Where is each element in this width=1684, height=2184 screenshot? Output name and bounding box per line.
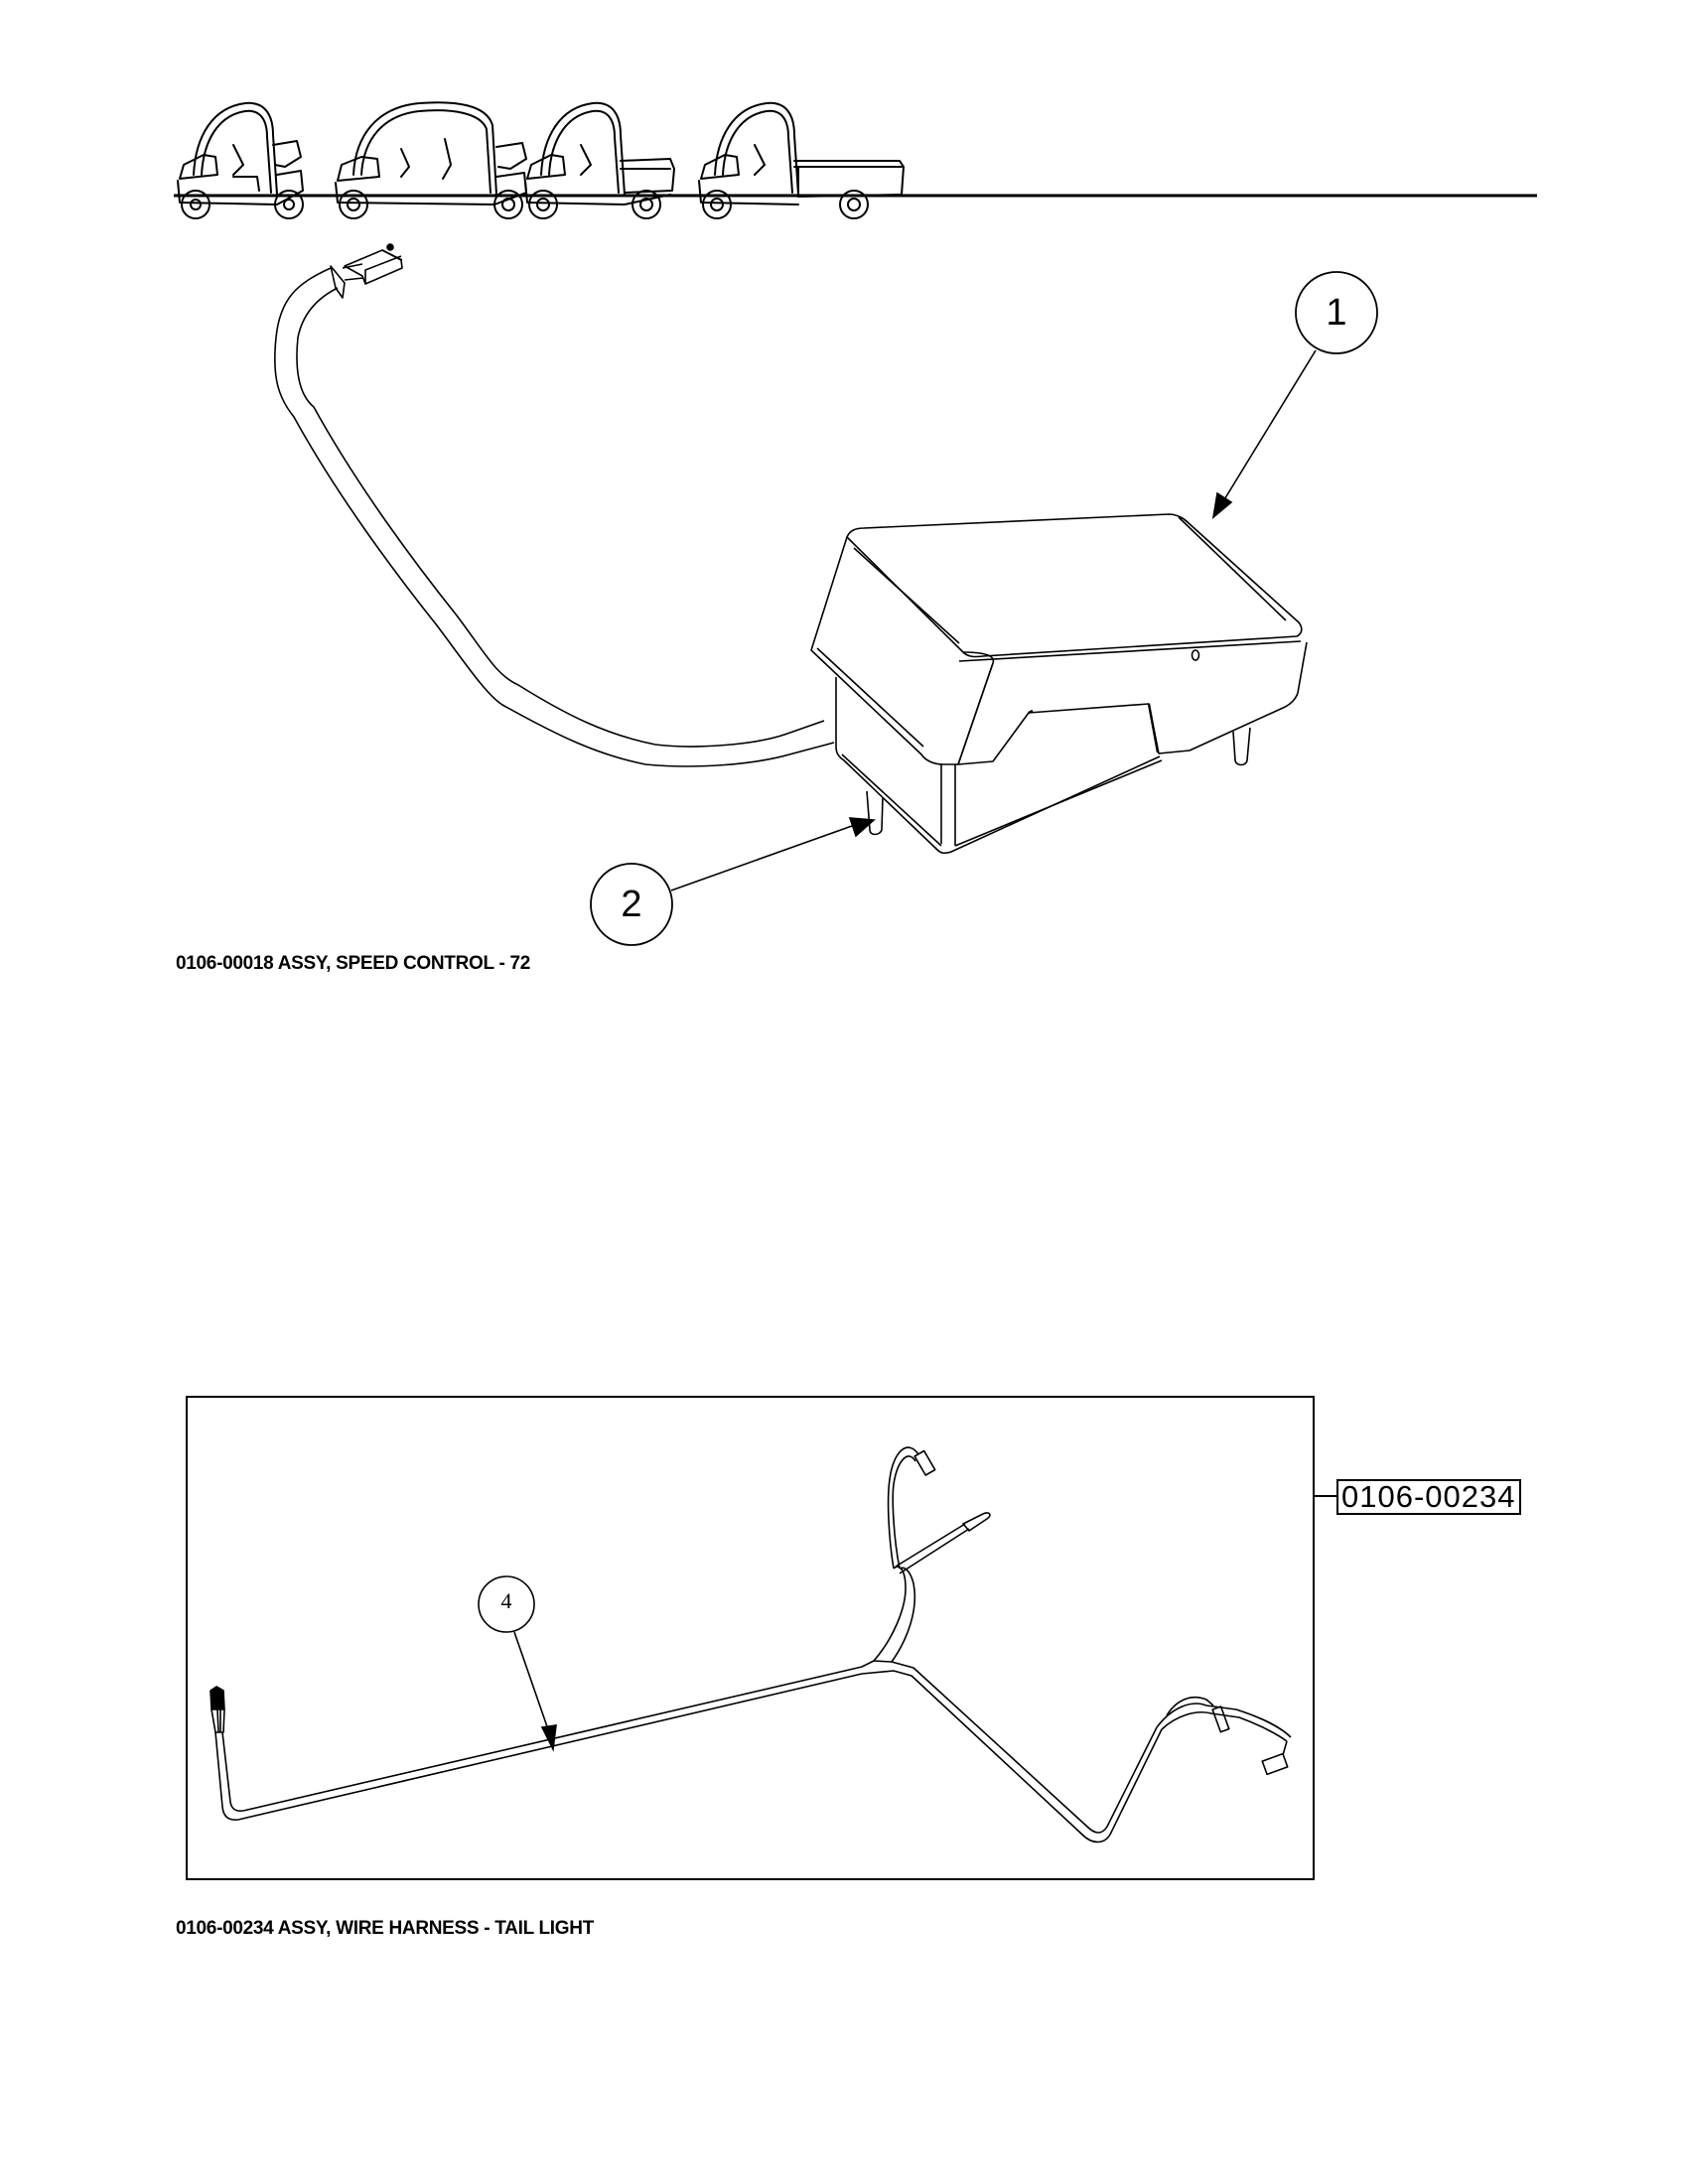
two-seat-vehicle-icon — [177, 101, 304, 219]
harness-end-connector-icon — [1261, 1752, 1289, 1776]
callout-1-circle — [1295, 271, 1378, 354]
speed-control-caption: 0106-00018 ASSY, SPEED CONTROL - 72 — [176, 953, 530, 974]
short-utility-vehicle-icon — [524, 101, 675, 219]
harness-right-connector-icon — [1211, 1706, 1230, 1733]
long-utility-vehicle-icon — [698, 101, 905, 219]
callout-2-number: 2 — [621, 884, 642, 925]
part-number-label: 0106-00234 — [1336, 1479, 1521, 1515]
mounting-foot-icon — [866, 790, 884, 836]
wire-harness-caption: 0106-00234 ASSY, WIRE HARNESS - TAIL LIG… — [176, 1918, 594, 1939]
harness-ring-terminal-icon — [962, 1512, 991, 1532]
callout-4-circle — [478, 1575, 535, 1633]
harness-left-connector-icon — [210, 1686, 225, 1733]
callout-4-number: 4 — [500, 1588, 512, 1613]
callout-1-number: 1 — [1326, 292, 1347, 334]
four-seat-vehicle-icon — [335, 101, 527, 219]
harness-top-connector-icon — [913, 1449, 936, 1476]
wire-harness-drawing — [210, 1446, 1292, 1843]
wire-harness-frame — [186, 1396, 1315, 1880]
speed-control-cable — [274, 267, 835, 767]
callout-2-circle — [590, 863, 673, 946]
mounting-foot-icon — [1232, 727, 1251, 766]
speed-control-drawing — [274, 243, 1308, 855]
speed-control-box — [810, 513, 1308, 855]
cable-connector-icon — [330, 243, 403, 299]
